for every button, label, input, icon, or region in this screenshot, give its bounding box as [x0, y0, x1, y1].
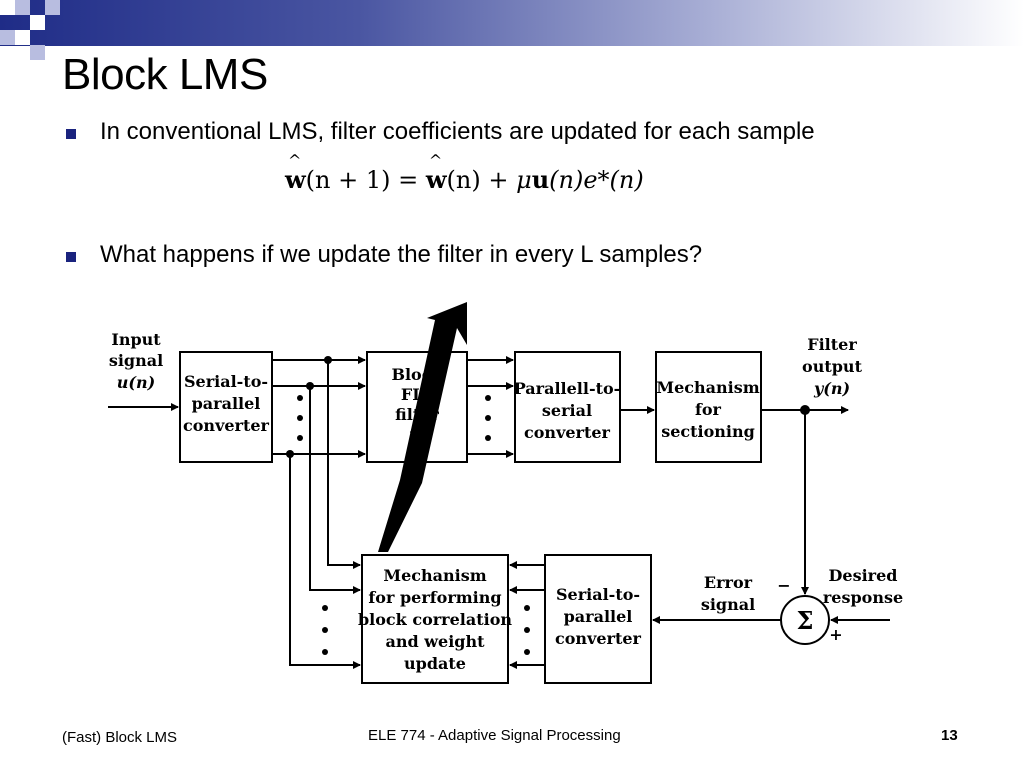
header-square [15, 0, 30, 15]
header-square [0, 0, 15, 15]
output-label-line: output [802, 357, 863, 376]
block-label-line: converter [183, 416, 270, 435]
formula-part: (n) + [446, 166, 517, 194]
bullet-text: In conventional LMS, filter coefficients… [100, 118, 815, 145]
block-label-line: converter [555, 629, 642, 648]
mu-symbol: μ [516, 166, 532, 194]
desired-label-line: response [823, 588, 903, 607]
footer-center: ELE 774 - Adaptive Signal Processing [368, 727, 621, 744]
bullet-marker [66, 252, 76, 262]
block-label-line: parallel [564, 607, 633, 626]
header-square [30, 45, 45, 60]
header-square [0, 30, 15, 45]
block-lms-diagram: Input signal u(n) Serial-to- parallel co… [108, 302, 903, 684]
desired-label-line: Desired [829, 566, 898, 585]
w-hat-symbol: w [285, 151, 306, 194]
weight-update-arrow [378, 302, 467, 552]
bullet-marker [66, 129, 76, 139]
sum-symbol: Σ [797, 606, 814, 635]
block-label-line: Block [391, 365, 443, 384]
serial-to-parallel-top-block [179, 351, 273, 463]
correlation-update-block [361, 554, 509, 684]
block-label-line: FIR [401, 385, 434, 404]
slide-title: Block LMS [62, 50, 268, 99]
input-label-line: Input [111, 330, 161, 349]
block-label-line: update [404, 654, 466, 673]
page-number: 13 [941, 727, 958, 744]
input-label-line: signal [109, 351, 163, 370]
block-label-line: and weight [386, 632, 486, 651]
w-hat-symbol: w [426, 151, 447, 194]
header-gradient-band [0, 0, 1024, 46]
output-label-line: Filter [807, 335, 857, 354]
header-square [30, 15, 45, 30]
sectioning-block [655, 351, 762, 463]
formula-part: (n + 1) = [305, 166, 426, 194]
block-label-line: serial [542, 401, 592, 420]
u-symbol: u [531, 165, 550, 194]
bullet-text: What happens if we update the filter in … [100, 241, 703, 268]
footer-left: (Fast) Block LMS [62, 729, 178, 746]
error-label-line: signal [701, 595, 755, 614]
plus-sign: + [829, 625, 842, 644]
block-label-line: for [695, 400, 722, 419]
block-label-line: Mechanism [383, 566, 486, 585]
input-label-line: u(n) [117, 373, 155, 392]
block-label-line: converter [524, 423, 611, 442]
header-square [45, 0, 60, 15]
formula-part: (n)e*(n) [549, 166, 644, 194]
output-label-line: y(n) [813, 379, 850, 398]
block-label-line: Parallell-to- [514, 379, 621, 398]
block-label-line: sectioning [661, 422, 755, 441]
serial-to-parallel-bottom-block [544, 554, 652, 684]
header-square [15, 30, 30, 45]
block-label-line: parallel [192, 394, 261, 413]
block-label-line: block correlation [358, 610, 512, 629]
block-label-line: for performing [368, 588, 501, 607]
block-label-line: w [409, 425, 425, 444]
parallel-to-serial-block [514, 351, 621, 463]
block-label-line: Serial-to- [184, 372, 268, 391]
lms-update-formula: w(n + 1) = w(n) + μu(n)e*(n) [285, 151, 644, 194]
minus-sign: − [777, 576, 790, 595]
block-label-line: Serial-to- [556, 585, 640, 604]
block-label-line: filter [395, 405, 439, 424]
error-label-line: Error [704, 573, 753, 592]
block-label-line: Mechanism [656, 378, 759, 397]
